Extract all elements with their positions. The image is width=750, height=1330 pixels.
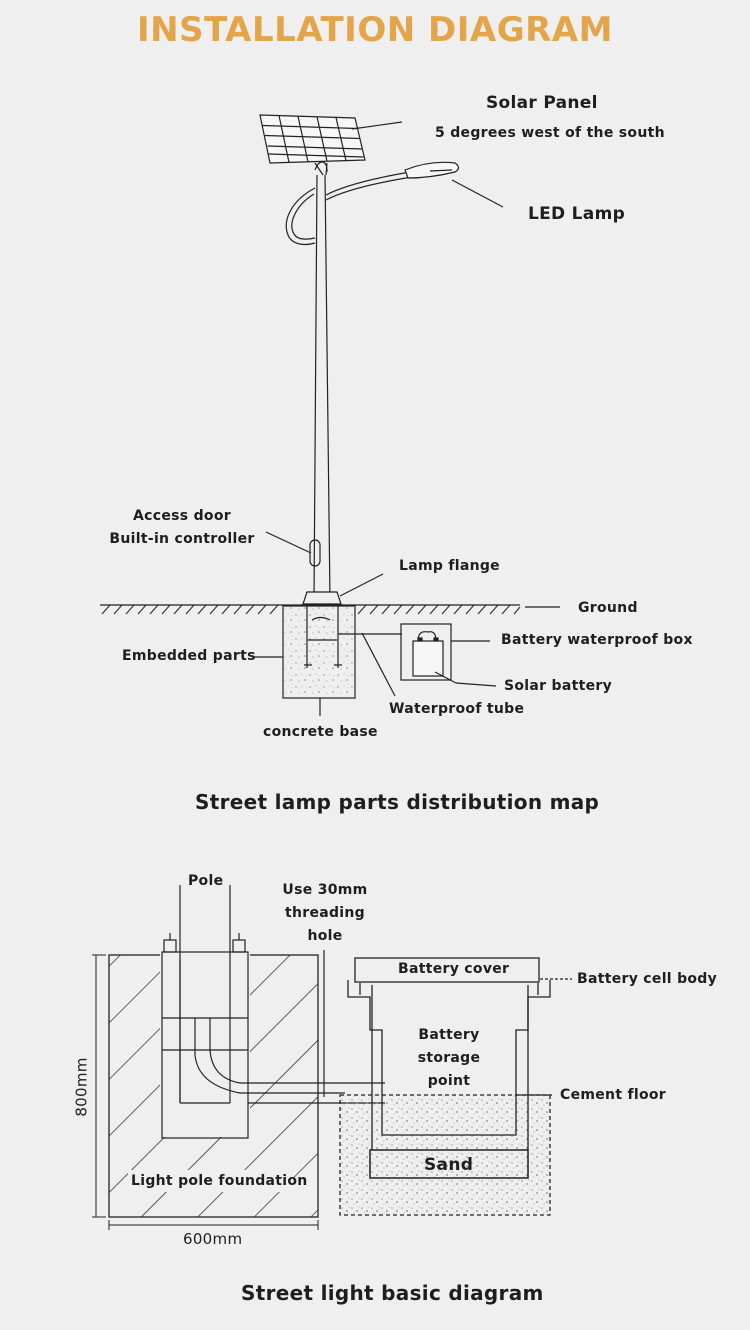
storage-line-2: storage [417,1050,481,1066]
lamp-flange-label: Lamp flange [399,558,500,574]
top-caption: Street lamp parts distribution map [195,790,600,814]
builtin-controller-text: Built-in controller [109,531,255,547]
threading-line-1: Use 30mm [282,882,368,898]
bottom-caption: Street light basic diagram [241,1281,544,1305]
access-door-text: Access door [133,508,231,524]
cement-floor-label: Cement floor [560,1087,667,1103]
access-door-label: Access door Built-in controller [108,505,256,551]
foundation-graphic [108,885,385,1218]
solar-battery-label: Solar battery [504,678,613,694]
threading-line-3: hole [307,928,343,944]
led-lamp-label: LED Lamp [528,204,626,224]
battery-cell-graphic [339,957,572,1216]
foundation-label: Light pole foundation [131,1173,308,1189]
lamp-pole-graphic [285,161,460,605]
embedded-parts-label: Embedded parts [122,648,256,664]
pole-label: Pole [188,873,224,889]
concrete-base-label: concrete base [263,724,378,740]
storage-line-3: point [427,1073,471,1089]
page-title: INSTALLATION DIAGRAM [137,10,613,50]
height-dimension-label: 800mm [72,1057,91,1117]
threading-hole-label: Use 30mm threading hole [270,879,380,948]
sand-label: Sand [424,1155,474,1175]
solar-panel-graphic [259,114,366,164]
battery-box-label: Battery waterproof box [501,632,693,648]
battery-cover-label: Battery cover [398,961,510,977]
solar-panel-note: 5 degrees west of the south [435,125,665,141]
width-dimension-label: 600mm [183,1230,243,1248]
waterproof-tube-label: Waterproof tube [389,701,525,717]
solar-panel-label: Solar Panel [486,93,598,113]
threading-line-2: threading [284,905,365,921]
storage-line-1: Battery [418,1027,480,1043]
ground-label: Ground [578,600,638,616]
battery-storage-label: Battery storage point [394,1024,504,1093]
battery-cell-body-label: Battery cell body [577,971,718,987]
